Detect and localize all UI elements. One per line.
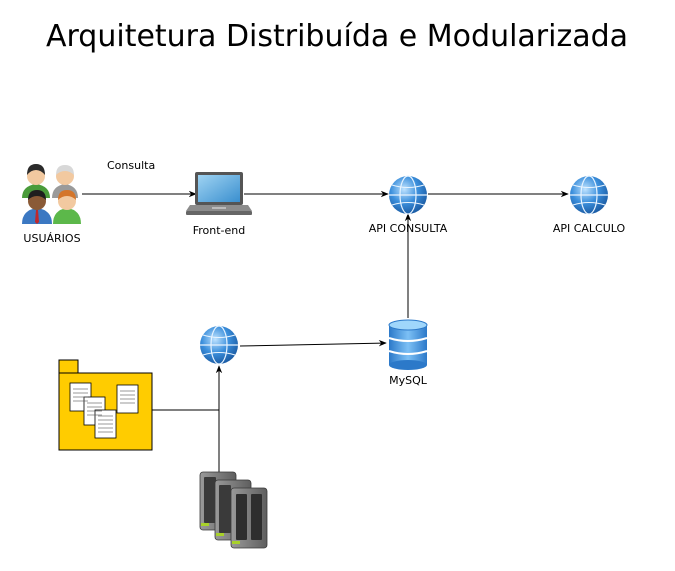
api-calculo-node: API CALCULO (553, 175, 626, 235)
edge-api-mysql (239, 339, 387, 347)
frontend-label: Front-end (193, 224, 246, 237)
api-consulta-label: API CONSULTA (369, 222, 448, 235)
api-calculo-label: API CALCULO (553, 222, 626, 235)
api-node (200, 325, 238, 365)
folder-documents-icon (58, 359, 153, 451)
diagram-title: Arquitetura Distribuída e Modularizada (46, 19, 628, 54)
globe-icon (389, 175, 427, 215)
globe-icon (200, 325, 238, 365)
globe-icon (570, 175, 608, 215)
database-icon (388, 319, 428, 370)
users-node: USUÁRIOS (22, 164, 81, 245)
mysql-node: MySQL (388, 319, 428, 387)
users-icon (22, 164, 81, 224)
api-consulta-node: API CONSULTA (369, 175, 448, 235)
mysql-label: MySQL (389, 374, 428, 387)
server-stack-icon (199, 471, 268, 549)
servers-node (199, 471, 268, 549)
edges (82, 190, 569, 472)
users-label: USUÁRIOS (23, 232, 80, 245)
folder-node (58, 359, 153, 451)
laptop-icon (186, 172, 252, 215)
frontend-node: Front-end (186, 172, 252, 237)
edge-label-consulta: Consulta (107, 159, 155, 172)
